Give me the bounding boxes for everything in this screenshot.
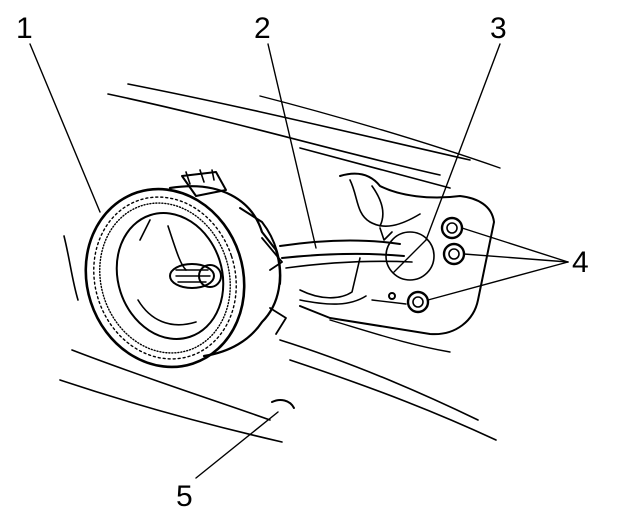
leader-4a bbox=[461, 227, 569, 263]
leader-2 bbox=[267, 43, 317, 249]
leader-3 bbox=[425, 43, 501, 241]
leader-4b bbox=[463, 253, 569, 263]
leader-5 bbox=[195, 411, 279, 479]
adjuster-knob bbox=[181, 169, 227, 197]
electrical-connector bbox=[279, 227, 413, 269]
mounting-bolt-lower bbox=[406, 290, 430, 314]
fascia-clip bbox=[271, 399, 295, 409]
callout-3: 3 bbox=[490, 12, 507, 45]
lamp-lens bbox=[115, 212, 225, 340]
leader-lines bbox=[29, 43, 569, 479]
fog-lamp-assembly bbox=[84, 169, 287, 369]
mounting-bolt-upper bbox=[440, 216, 464, 240]
leader-1 bbox=[29, 43, 101, 213]
bumper-fascia-lines bbox=[59, 83, 501, 443]
mounting-bolt-middle bbox=[442, 242, 466, 266]
bulb-icon bbox=[169, 263, 222, 289]
mounting-bracket bbox=[299, 172, 495, 336]
callout-5: 5 bbox=[176, 480, 193, 513]
callout-4: 4 bbox=[572, 246, 589, 279]
callout-1: 1 bbox=[16, 12, 33, 45]
lamp-outer-bezel bbox=[84, 187, 246, 369]
leader-4c bbox=[427, 261, 569, 301]
bracket-hole bbox=[388, 292, 396, 300]
callout-2: 2 bbox=[254, 12, 271, 45]
